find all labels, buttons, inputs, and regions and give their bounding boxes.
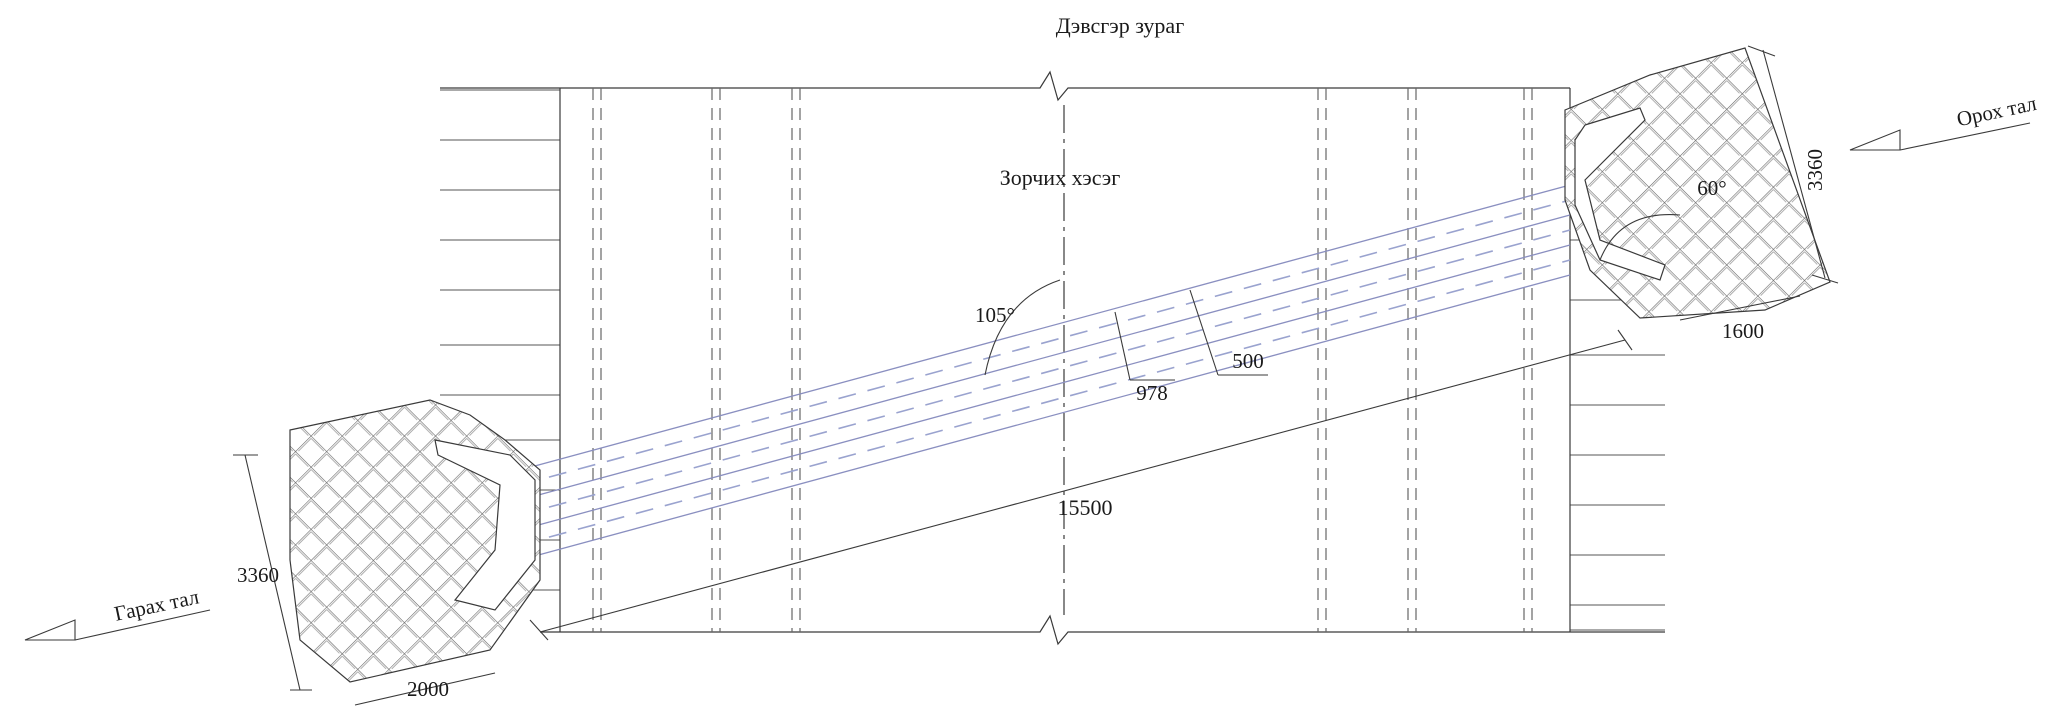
beam-width-dimension: 500 — [1232, 349, 1264, 373]
entry-side-label: Орох тал — [1955, 91, 2039, 131]
skewed-deck — [519, 184, 1571, 561]
plan-title: Дэвсгэр зураг — [1056, 13, 1184, 38]
left-width-dimension: 2000 — [407, 677, 449, 701]
girder-lines — [592, 88, 1533, 632]
left-abutment — [289, 399, 541, 683]
dimension-lines — [24, 45, 2031, 706]
skew-angle-label: 105° — [975, 303, 1015, 327]
right-width-dimension: 1600 — [1722, 319, 1764, 343]
left-height-dimension: 3360 — [237, 563, 279, 587]
exit-side-label: Гарах тал — [112, 584, 201, 625]
right-height-dimension: 3360 — [1803, 149, 1827, 191]
plan-frame — [440, 70, 1665, 646]
abutment-angle-label: 60° — [1697, 176, 1726, 200]
span-length-dimension: 15500 — [1058, 495, 1113, 520]
right-abutment — [1564, 47, 1831, 319]
span-section-label: Зорчих хэсэг — [1000, 165, 1120, 190]
deck-width-dimension: 978 — [1136, 381, 1168, 405]
